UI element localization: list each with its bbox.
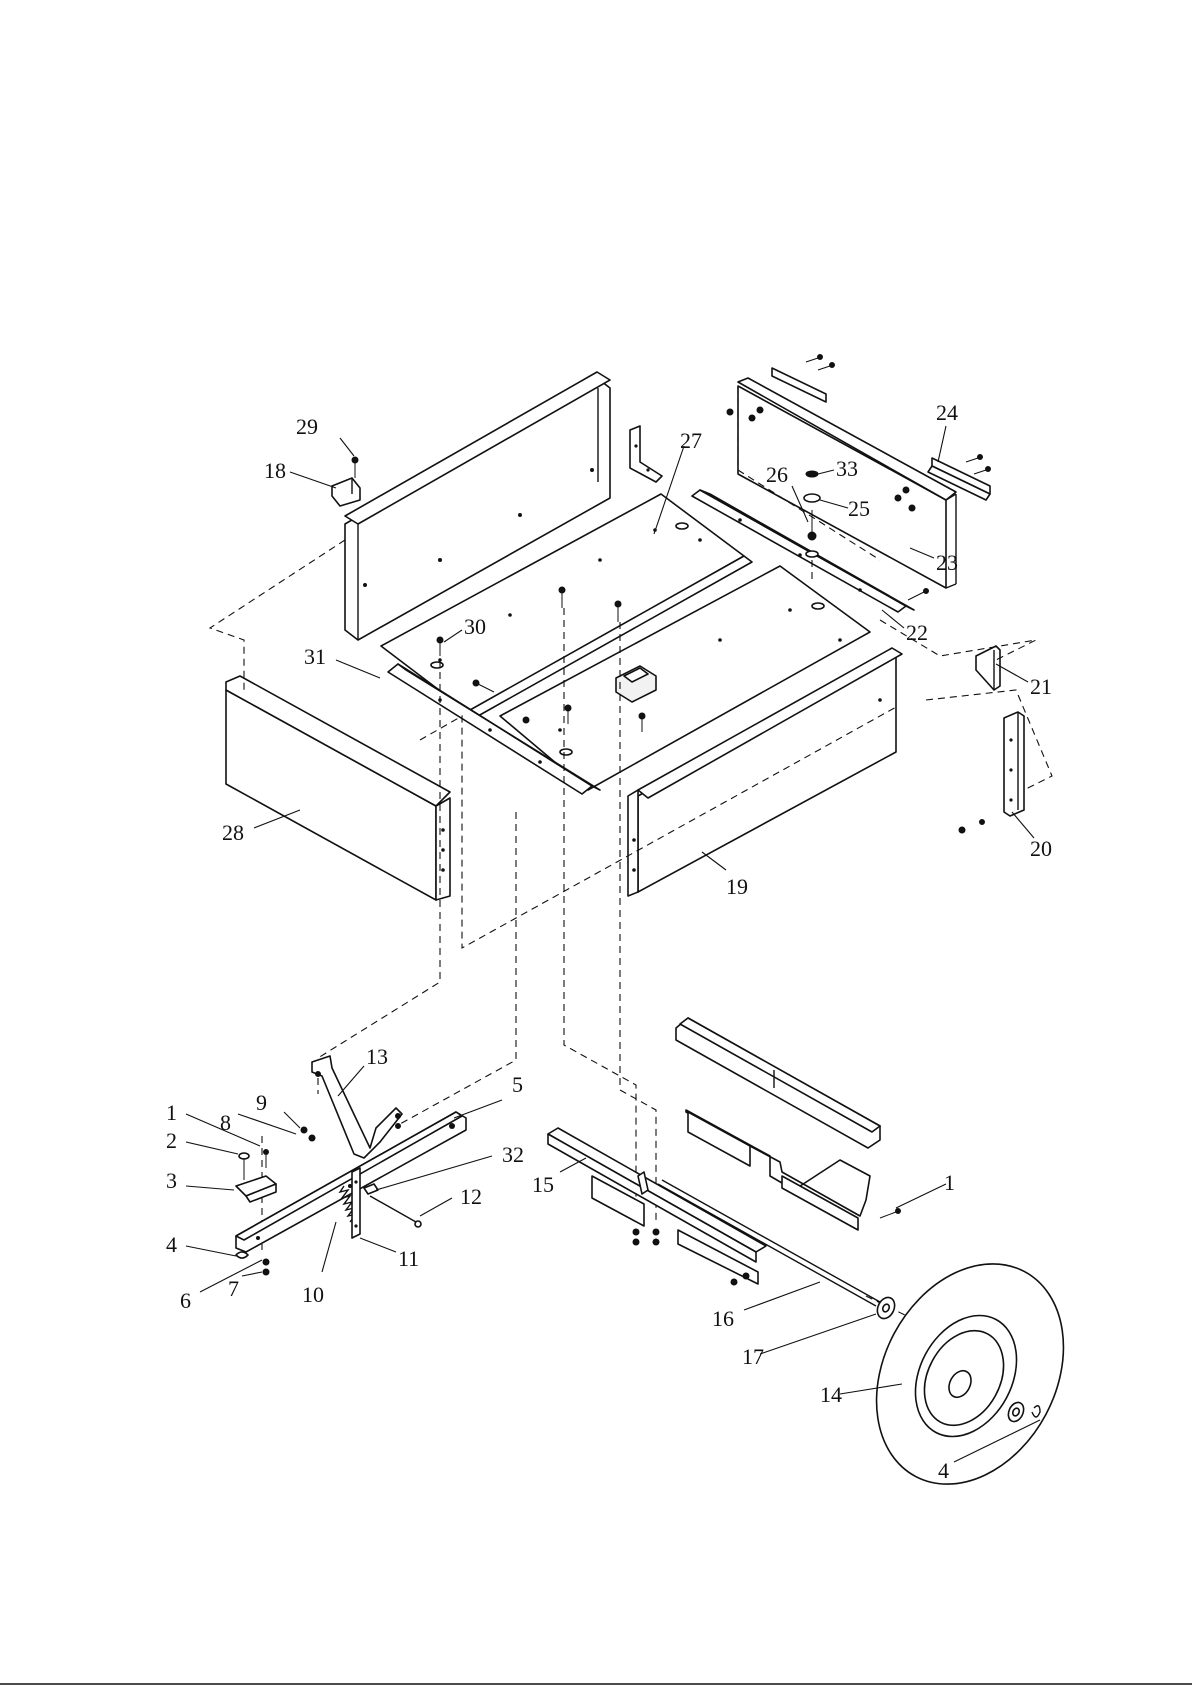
callout-20: 20 [1030,836,1052,861]
corner-bracket-top [630,426,662,482]
callout-24: 24 [936,400,958,425]
callout-29: 29 [296,414,318,439]
callout-22: 22 [906,620,928,645]
callout-21: 21 [1030,674,1052,699]
callout-6: 6 [180,1288,191,1313]
nuts-8-9 [301,1127,315,1141]
callout-12: 12 [460,1184,482,1209]
plate-11 [352,1168,360,1238]
callout-16: 16 [712,1306,734,1331]
brace-13 [312,1056,402,1158]
callout-1-upper: 1 [166,1100,177,1125]
callout-28: 28 [222,820,244,845]
callout-7: 7 [228,1276,239,1301]
callout-5: 5 [512,1072,523,1097]
callout-8: 8 [220,1110,231,1135]
callout-14: 14 [820,1382,842,1407]
callout-23: 23 [936,550,958,575]
callout-3: 3 [166,1168,177,1193]
wheel-14 [840,1231,1101,1517]
washer-17 [874,1295,898,1322]
callout-33: 33 [836,456,858,481]
callout-11: 11 [398,1246,419,1271]
callout-10: 10 [302,1282,324,1307]
callout-26: 26 [766,462,788,487]
corner-bracket-18 [332,457,360,506]
pin-32-rod-12 [364,1184,421,1227]
front-panel-28 [226,676,450,900]
callout-15: 15 [532,1172,554,1197]
callout-19: 19 [726,874,748,899]
callout-9: 9 [256,1090,267,1115]
callout-31: 31 [304,644,326,669]
spreader-hood [676,1018,880,1230]
callout-1-lower: 1 [944,1170,955,1195]
callout-4-left: 4 [166,1232,177,1257]
callout-30: 30 [464,614,486,639]
callout-4-right: 4 [938,1458,949,1483]
hitch-bracket-3 [236,1150,276,1203]
callout-2: 2 [166,1128,177,1153]
callout-32: 32 [502,1142,524,1167]
callout-27: 27 [680,428,702,453]
callout-13: 13 [366,1044,388,1069]
pin-4-nuts-6-7 [236,1252,269,1275]
callout-17: 17 [742,1344,764,1369]
callout-18: 18 [264,458,286,483]
corner-bracket-21 [976,646,1000,690]
callout-25: 25 [848,496,870,521]
